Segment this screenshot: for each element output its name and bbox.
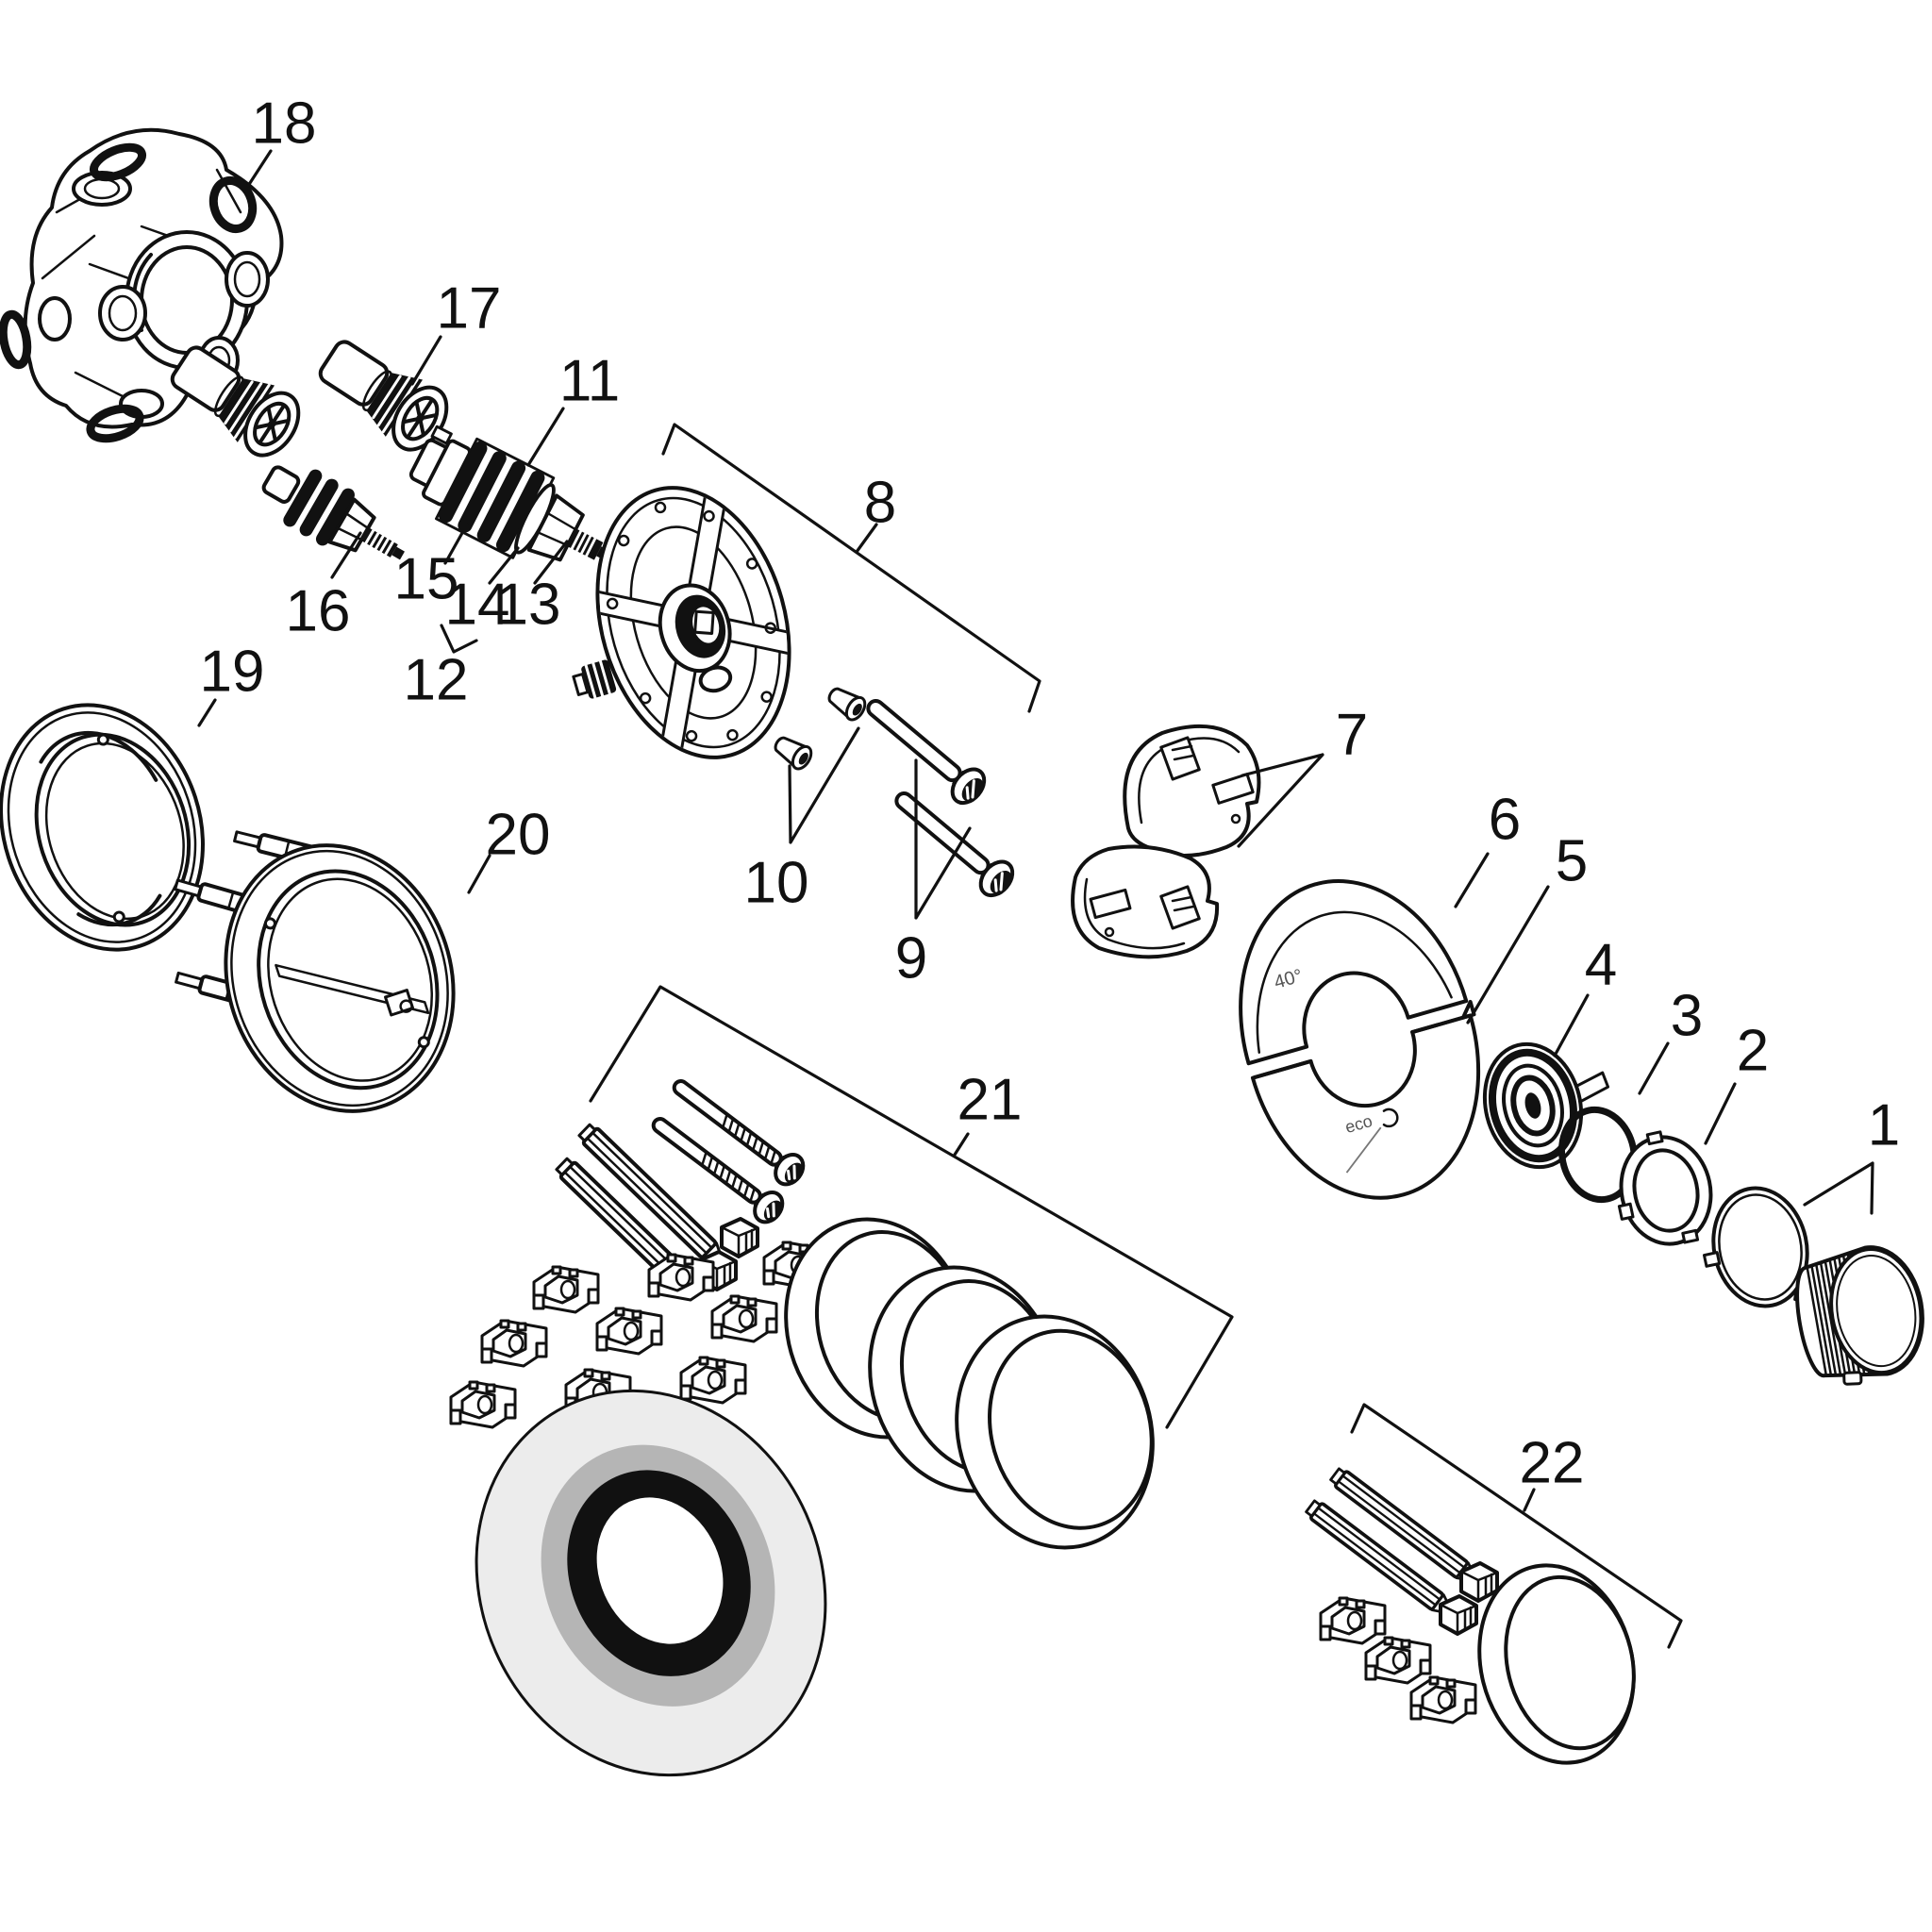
callout-5: 5 xyxy=(1556,829,1588,894)
bracket-part-8 xyxy=(661,423,1041,713)
o-ring-part-18 xyxy=(208,176,258,233)
bracket-part-21 xyxy=(589,985,1234,1429)
gasket-part-7-upper xyxy=(1123,724,1261,858)
screw-part-10-a xyxy=(769,730,817,774)
callout-15: 15 xyxy=(394,547,459,612)
kit21-nut-a xyxy=(720,1217,759,1258)
callout-12: 12 xyxy=(404,648,469,713)
callout-7: 7 xyxy=(1336,703,1368,768)
callout-18: 18 xyxy=(252,92,317,157)
callout-3: 3 xyxy=(1671,984,1703,1049)
callout-13: 13 xyxy=(496,573,561,638)
callout-17: 17 xyxy=(437,276,502,341)
callout-19: 19 xyxy=(200,640,265,705)
o-ring-top xyxy=(89,142,147,182)
leader-lines xyxy=(197,149,1874,1649)
callout-6: 6 xyxy=(1489,788,1521,853)
callout-22: 22 xyxy=(1520,1431,1585,1496)
callout-2: 2 xyxy=(1737,1019,1769,1084)
extension-kit-part-21 xyxy=(449,1069,1155,1777)
callout-21: 21 xyxy=(958,1068,1023,1133)
adapter-ring-part-2 xyxy=(1617,1130,1713,1246)
callout-1: 1 xyxy=(1868,1093,1900,1158)
callout-9: 9 xyxy=(895,926,927,991)
o-ring-part-3 xyxy=(1558,1106,1638,1204)
gasket-part-7-lower xyxy=(1071,844,1220,959)
callout-20: 20 xyxy=(486,803,551,868)
o-ring-left xyxy=(0,309,32,370)
kit22-nut-a xyxy=(1459,1561,1499,1603)
bolt-part-9-a xyxy=(856,687,993,812)
callout-16: 16 xyxy=(286,579,351,644)
callout-labels: 1 2 3 4 5 6 7 8 9 10 11 12 13 14 15 16 1… xyxy=(200,92,1901,1496)
extension-ring-part-19 xyxy=(0,703,205,952)
arrow-part-12 xyxy=(440,624,478,654)
callout-8: 8 xyxy=(864,471,896,536)
bracket-part-22 xyxy=(1350,1403,1683,1649)
kit21-screw-a xyxy=(663,1069,812,1192)
callout-14: 14 xyxy=(445,573,510,638)
callout-10: 10 xyxy=(744,851,809,916)
handle-knob-part-1 xyxy=(1795,1245,1924,1388)
mounting-plate-part-8 xyxy=(572,486,799,759)
callout-11: 11 xyxy=(559,349,620,414)
callout-4: 4 xyxy=(1585,933,1617,998)
kit22-nut-b xyxy=(1439,1594,1478,1636)
escutcheon-plate-part-6: 40° eco xyxy=(1239,879,1481,1200)
seal-disc xyxy=(475,1389,827,1777)
extension-kit-part-22 xyxy=(1303,1464,1636,1765)
handle-base-part-4 xyxy=(1482,1041,1610,1170)
screw-part-10-b xyxy=(823,681,871,724)
o-ring-bottom xyxy=(86,404,144,443)
extension-carrier-part-20 xyxy=(174,830,456,1113)
